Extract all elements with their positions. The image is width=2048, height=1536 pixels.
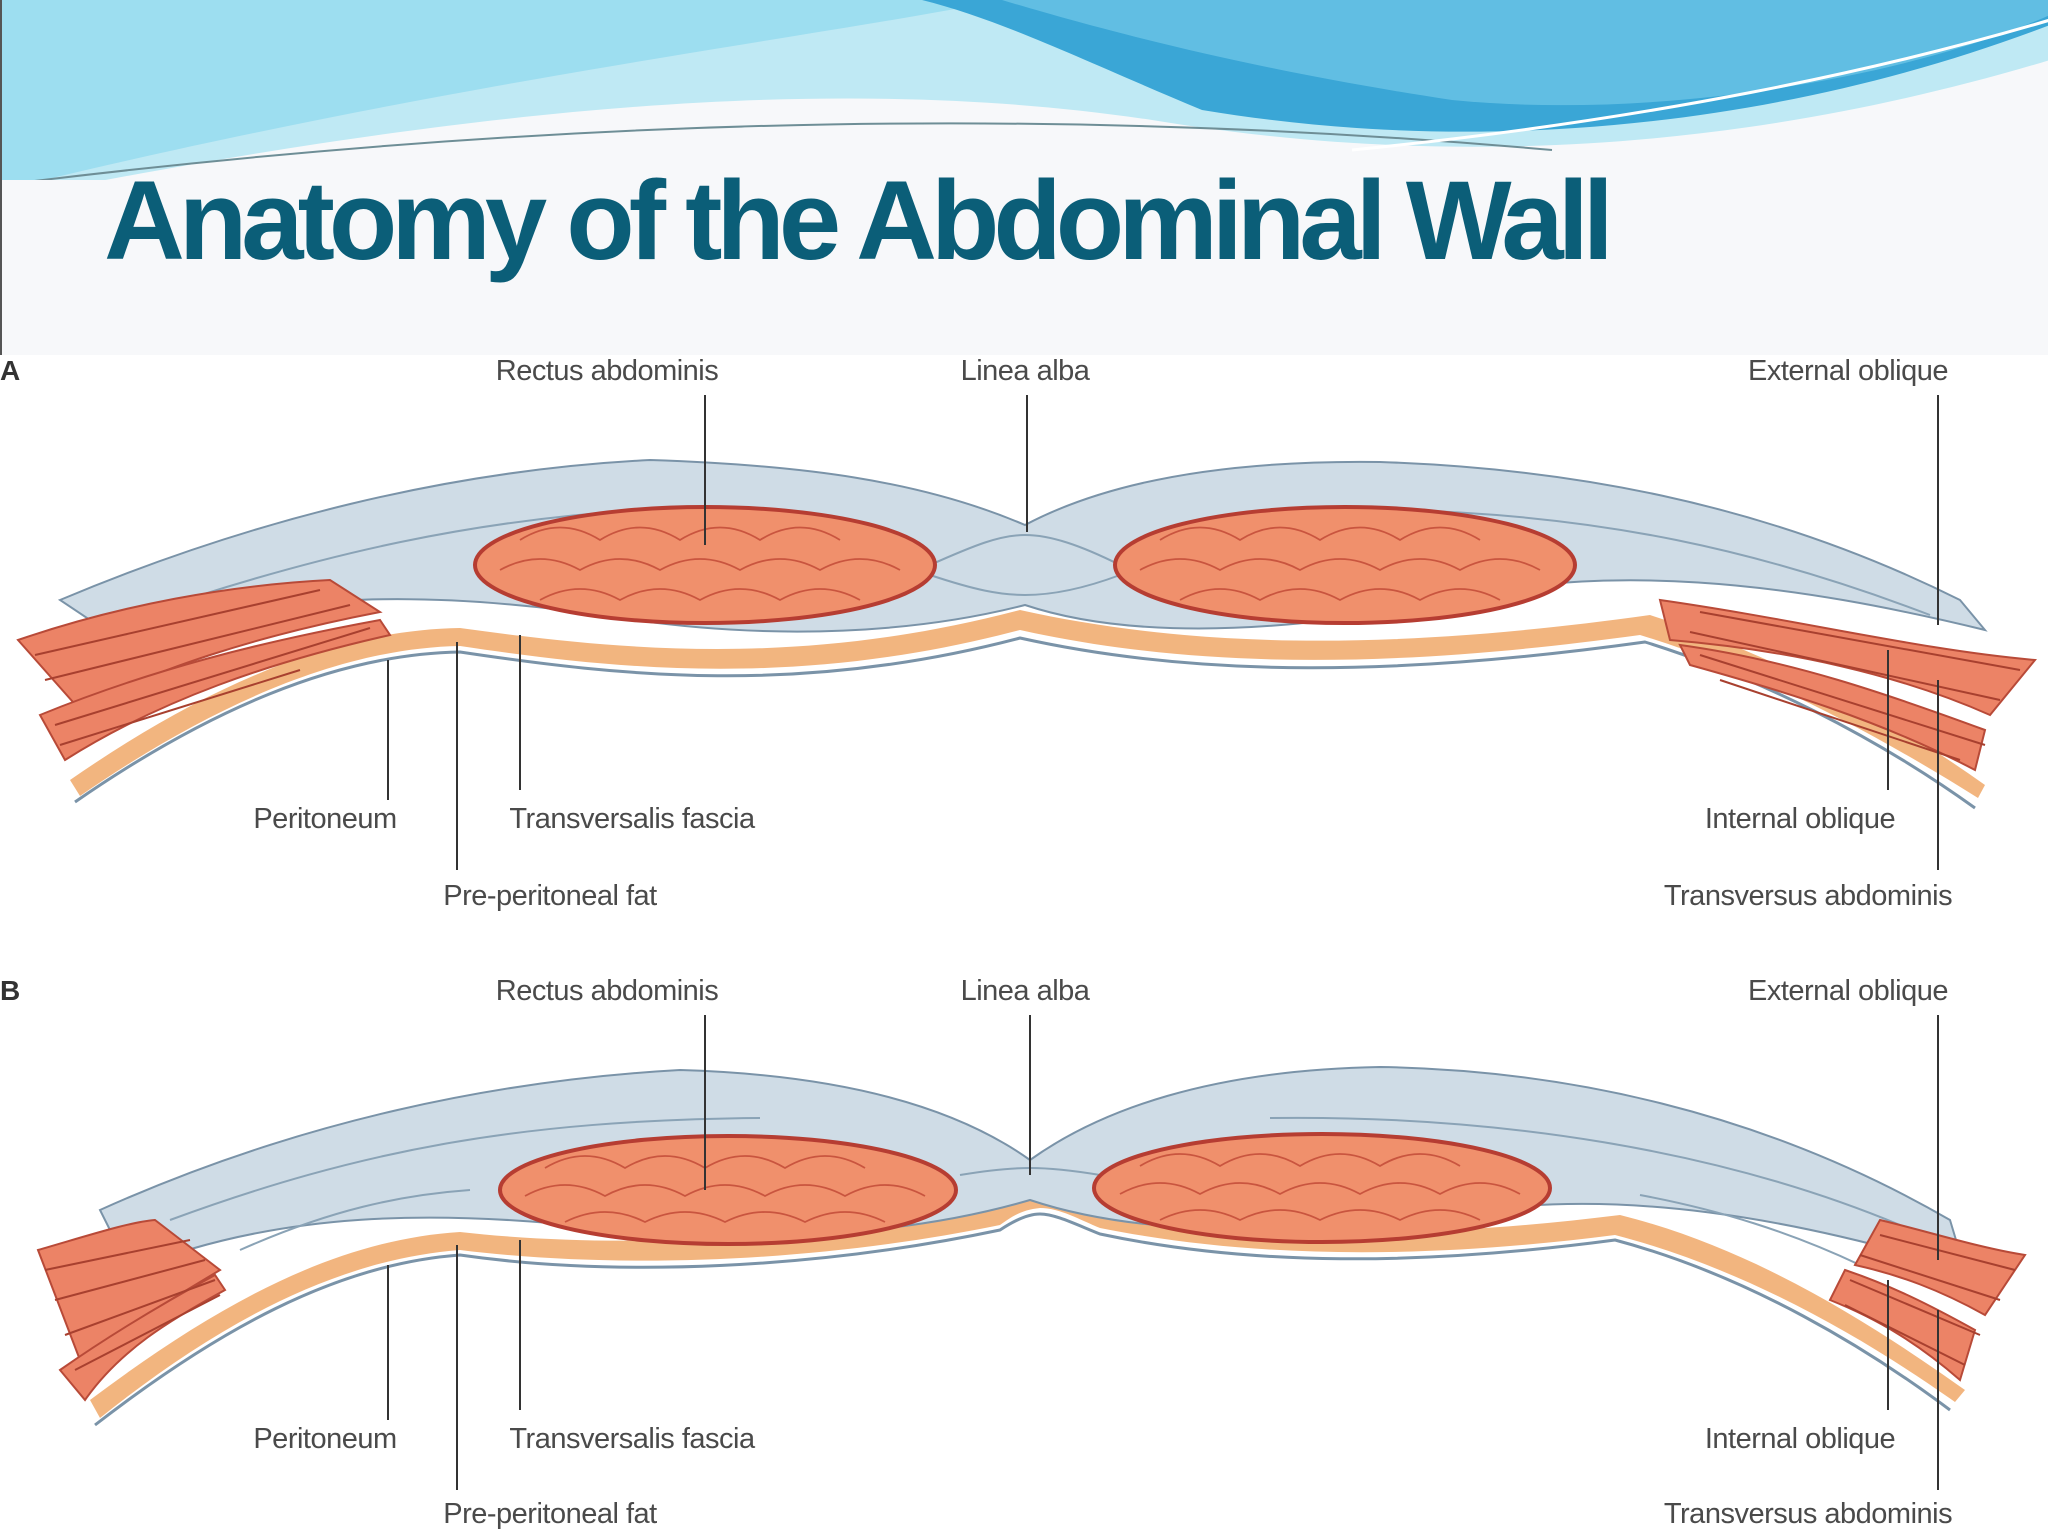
label-linea-alba: Linea alba: [961, 355, 1091, 387]
lateral-muscles-right: [1828, 1218, 2027, 1382]
diagram-panel-a: A Rec: [0, 355, 2037, 912]
lateral-muscles-left: [36, 1218, 227, 1402]
label-linea-alba: Linea alba: [961, 975, 1091, 1007]
label-transversus-abdominis: Transversus abdominis: [1664, 1498, 1952, 1530]
panel-letter-b: B: [0, 975, 20, 1006]
label-internal-oblique: Internal oblique: [1705, 803, 1895, 835]
label-peritoneum: Peritoneum: [253, 1423, 396, 1455]
header-wave-decoration: [2, 0, 2048, 180]
sheath-fiber-line: [169, 1117, 761, 1221]
lateral-muscles-left: [16, 578, 392, 762]
rectus-abdominis-right: [1092, 1132, 1552, 1244]
label-external-oblique: External oblique: [1748, 355, 1948, 387]
label-external-oblique: External oblique: [1748, 975, 1948, 1007]
slide-title: Anatomy of the Abdominal Wall: [104, 158, 1614, 283]
panel-letter-a: A: [0, 355, 20, 386]
sheath-fiber-line: [929, 574, 1121, 597]
sheath-fiber-line: [1639, 1194, 1861, 1266]
rectus-abdominis-right: [1113, 505, 1577, 625]
label-rectus-abdominis: Rectus abdominis: [496, 355, 719, 387]
lateral-muscles-right: [1658, 598, 2037, 772]
pre-peritoneal-fat-layer: [90, 1185, 1965, 1418]
slide-header: Anatomy of the Abdominal Wall: [0, 0, 2048, 355]
sheath-fiber-line: [929, 533, 1121, 566]
label-transversalis-fascia: Transversalis fascia: [509, 803, 756, 835]
pre-peritoneal-fat-layer: [70, 610, 1985, 798]
label-peritoneum: Peritoneum: [253, 803, 396, 835]
label-pre-peritoneal-fat: Pre-peritoneal fat: [443, 1498, 657, 1530]
label-rectus-abdominis: Rectus abdominis: [496, 975, 719, 1007]
label-transversus-abdominis: Transversus abdominis: [1664, 880, 1952, 912]
sheath-fiber-line: [239, 1189, 471, 1251]
diagram-panel-b: B: [0, 975, 2027, 1530]
peritoneum-layer: [94, 1212, 1951, 1427]
sheath-fiber-line: [1269, 1116, 1901, 1226]
label-pre-peritoneal-fat: Pre-peritoneal fat: [443, 880, 657, 912]
sheath-fiber-line: [1399, 509, 1931, 616]
label-internal-oblique: Internal oblique: [1705, 1423, 1895, 1455]
rectus-abdominis-left: [498, 1134, 958, 1246]
label-transversalis-fascia: Transversalis fascia: [509, 1423, 756, 1455]
